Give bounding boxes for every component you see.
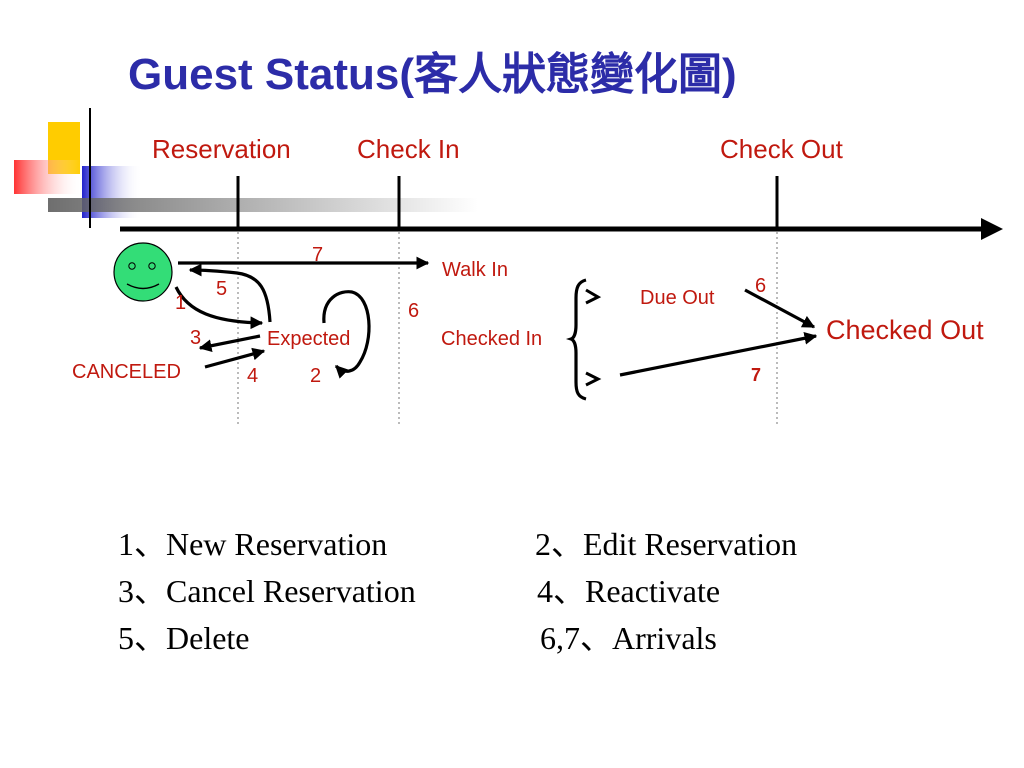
num-delete: 5: [216, 278, 227, 300]
brace-icon: [565, 278, 587, 401]
arrow-cancel: [198, 334, 261, 353]
arrow-new-reservation: [174, 286, 264, 330]
num-cancel: 3: [190, 327, 201, 349]
state-checked-out: Checked Out: [826, 315, 984, 345]
legend-item-2: 2、Edit Reservation: [535, 526, 798, 562]
decorative-corner: [14, 108, 478, 228]
state-arrows: [174, 256, 818, 379]
arrow-delete: [188, 263, 272, 323]
legend-item-6: 6,7、Arrivals: [540, 620, 717, 656]
legend-item-4: 4、Reactivate: [537, 573, 721, 609]
num-edit: 2: [310, 365, 321, 387]
num-due-out: 6: [755, 275, 766, 297]
milestone-reservation: Reservation: [152, 134, 291, 164]
num-walk-in: 7: [312, 244, 323, 266]
state-expected: Expected: [267, 328, 350, 350]
milestone-check-out: Check Out: [720, 134, 844, 164]
state-walk-in: Walk In: [442, 259, 508, 281]
num-reactivate: 4: [247, 365, 258, 387]
arrow-reactivate: [204, 347, 266, 369]
num-arrival: 6: [408, 300, 419, 322]
smiley-face-icon: [113, 242, 173, 302]
arrow-due-out: [744, 288, 816, 329]
state-checked-in: Checked In: [441, 328, 542, 350]
state-canceled: CANCELED: [72, 361, 181, 383]
legend-item-5: 5、Delete: [118, 620, 250, 656]
legend-item-3: 3、Cancel Reservation: [118, 573, 416, 609]
num-new: 1: [175, 292, 186, 314]
arrow-checked-in: [619, 331, 818, 377]
num-checked-in-out: 7: [751, 365, 761, 385]
state-due-out: Due Out: [640, 287, 715, 309]
timeline: Reservation Check In Check Out: [120, 134, 1003, 425]
timeline-arrowhead: [981, 218, 1003, 240]
arrow-edit-loop: [322, 290, 371, 379]
legend-item-1: 1、New Reservation: [118, 526, 388, 562]
brace-tip-bottom: [585, 371, 602, 387]
milestone-check-in: Check In: [357, 134, 460, 164]
slide-title: Guest Status(客人狀態變化圖): [128, 50, 737, 99]
brace-tip-top: [585, 288, 602, 305]
